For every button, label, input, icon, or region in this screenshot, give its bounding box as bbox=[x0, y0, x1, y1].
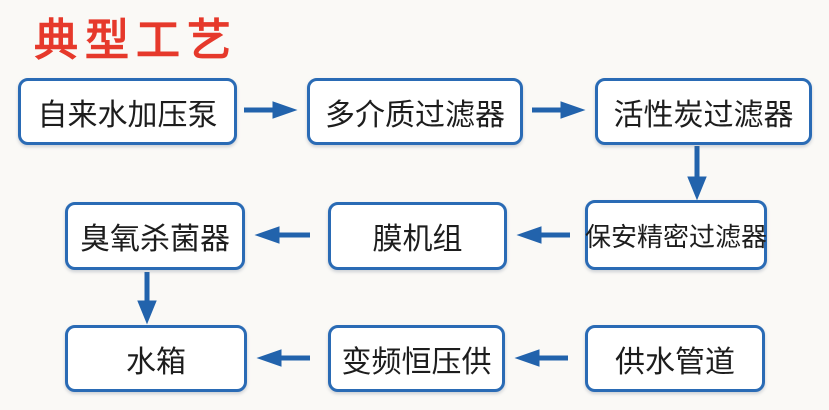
arrow-down-icon bbox=[687, 146, 707, 201]
arrow-right-icon bbox=[244, 101, 298, 119]
page-title: 典型工艺 bbox=[34, 16, 238, 65]
node-label: 臭氧杀菌器 bbox=[80, 223, 230, 256]
arrow-left-icon bbox=[514, 349, 568, 367]
node-label: 多介质过滤器 bbox=[325, 98, 505, 132]
node-vfd-constant-pressure-supply: 变频恒压供 bbox=[328, 325, 505, 392]
node-label: 自来水加压泵 bbox=[37, 98, 218, 132]
node-label: 水箱 bbox=[126, 345, 186, 379]
node-label: 活性炭过滤器 bbox=[613, 98, 794, 132]
node-multi-media-filter: 多介质过滤器 bbox=[307, 78, 523, 145]
node-label: 变频恒压供 bbox=[341, 345, 492, 379]
node-ozone-sterilizer: 臭氧杀菌器 bbox=[65, 202, 245, 270]
node-activated-carbon-filter: 活性炭过滤器 bbox=[595, 78, 812, 145]
arrow-left-icon bbox=[516, 226, 570, 244]
node-security-precision-filter: 保安精密过滤器 bbox=[585, 200, 767, 270]
arrow-right-icon bbox=[532, 101, 586, 119]
arrow-left-icon bbox=[256, 349, 310, 367]
arrow-down-icon bbox=[137, 272, 157, 325]
node-tap-water-pressure-pump: 自来水加压泵 bbox=[18, 78, 237, 145]
node-label: 膜机组 bbox=[372, 223, 463, 256]
node-label: 供水管道 bbox=[615, 345, 735, 379]
arrow-left-icon bbox=[254, 226, 310, 244]
node-water-supply-pipe: 供水管道 bbox=[585, 325, 765, 392]
node-membrane-unit: 膜机组 bbox=[328, 202, 507, 270]
node-label: 保安精密过滤器 bbox=[585, 221, 768, 252]
node-water-tank: 水箱 bbox=[65, 325, 247, 392]
